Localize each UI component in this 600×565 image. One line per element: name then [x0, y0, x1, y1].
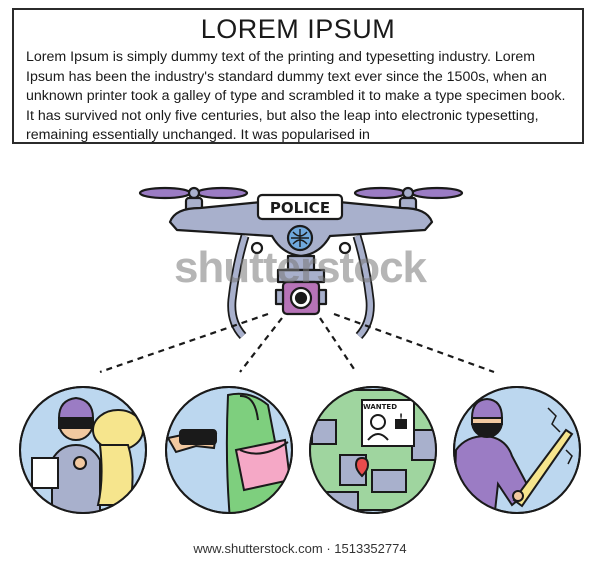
footer-caption: www.shutterstock.com · 1513352774	[193, 541, 407, 556]
wanted-map-scene	[309, 386, 437, 514]
page-title: LOREM IPSUM	[200, 14, 396, 44]
rotor-left-icon	[138, 186, 192, 200]
vandal-scene	[453, 386, 581, 514]
camera-view-lines	[99, 312, 495, 374]
watermark-text: shutterstock	[173, 243, 427, 292]
thief-scene	[19, 386, 147, 514]
purse-snatch-icon	[166, 392, 292, 513]
purse-snatch-scene	[165, 386, 293, 514]
rotor-left-icon	[195, 186, 249, 200]
wanted-label: WANTED	[363, 403, 397, 411]
description-text: Lorem Ipsum is simply dummy text of the …	[26, 49, 566, 143]
police-label: POLICE	[270, 199, 330, 217]
description-box: LOREM IPSUM Lorem Ipsum is simply dummy …	[12, 8, 584, 144]
wanted-mark: !	[399, 413, 403, 423]
thief-icon	[31, 396, 144, 513]
police-drone-illustration: POLICE	[19, 186, 581, 514]
rotor-right-icon	[410, 186, 464, 200]
wanted-map-icon	[310, 389, 436, 513]
rotor-right-icon	[353, 186, 407, 200]
drone-icon	[138, 186, 464, 340]
